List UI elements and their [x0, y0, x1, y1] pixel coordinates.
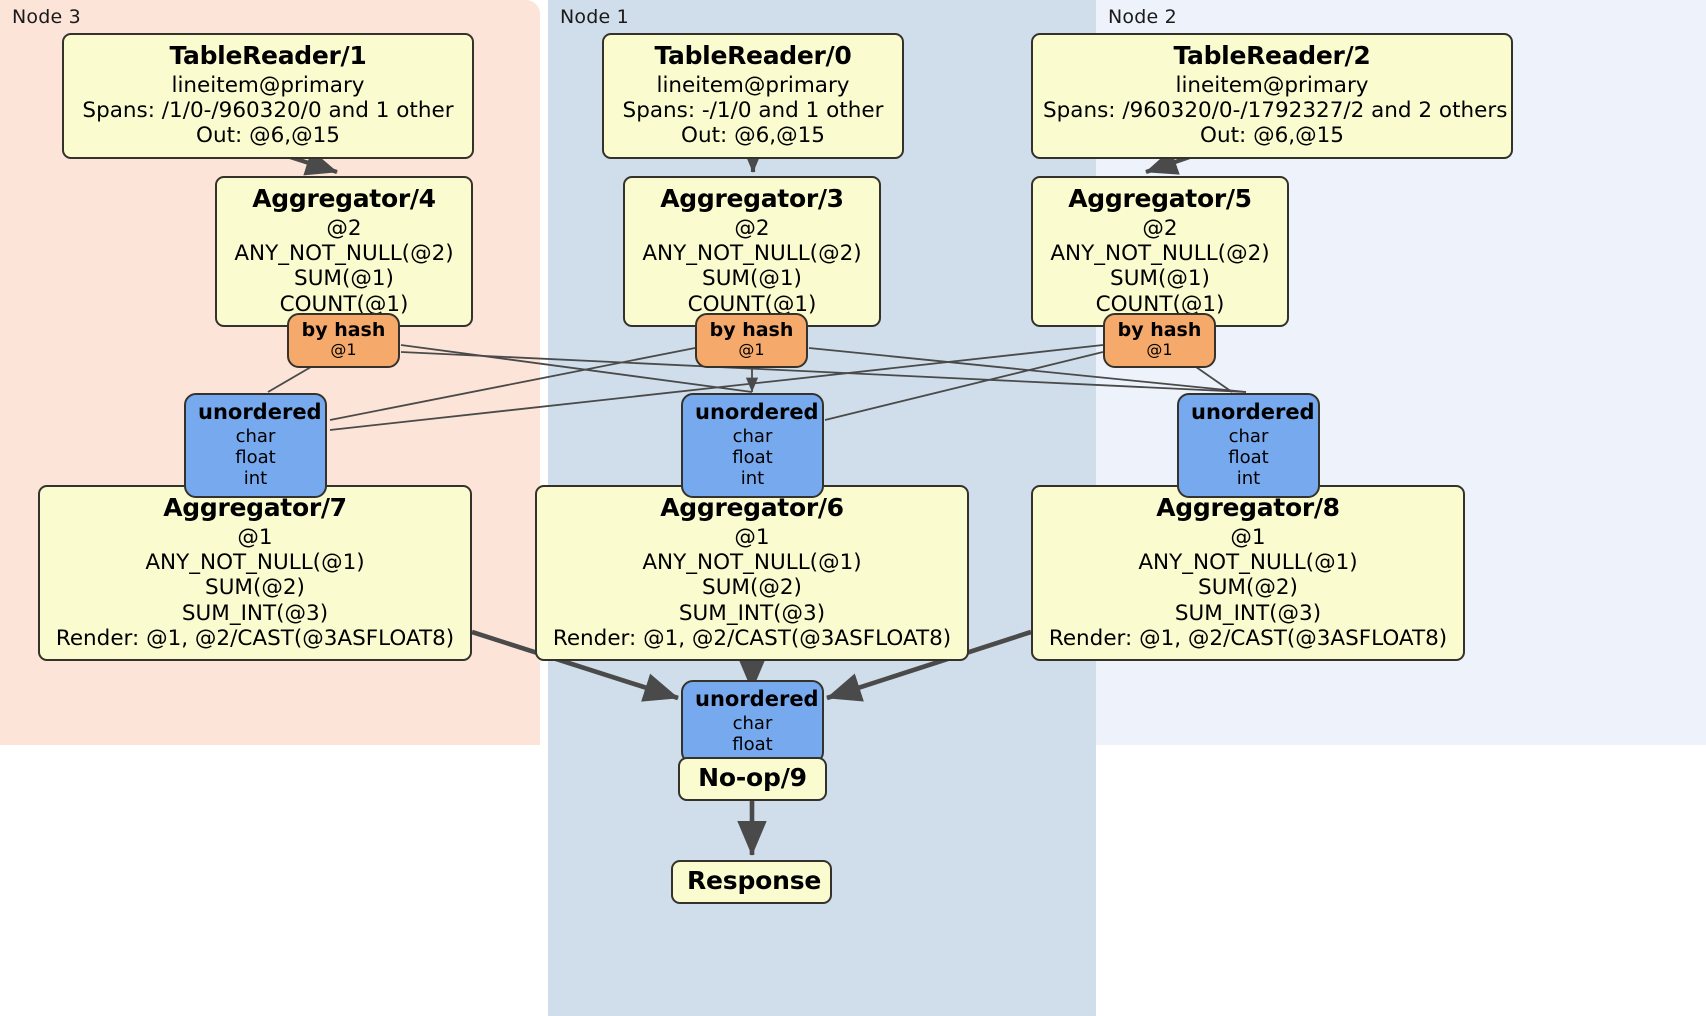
processor-noop-9[interactable]: No-op/9 [678, 757, 827, 801]
router-detail: @1 [330, 340, 357, 360]
processor-aggregator-6[interactable]: Aggregator/6 @1 ANY_NOT_NULL(@1) SUM(@2)… [535, 485, 969, 662]
synchronizer-type: int [243, 468, 268, 490]
processor-aggregator-5[interactable]: Aggregator/5 @2 ANY_NOT_NULL(@2) SUM(@1)… [1031, 176, 1289, 327]
processor-detail: Spans: /960320/0-/1792327/2 and 2 others [1043, 97, 1508, 123]
processor-tablereader-1[interactable]: TableReader/1 lineitem@primary Spans: /1… [62, 33, 474, 159]
processor-render: Render: @1, @2/CAST(@3ASFLOAT8) [552, 625, 952, 651]
processor-detail: lineitem@primary [1175, 72, 1369, 98]
processor-render: Render: @1, @2/CAST(@3ASFLOAT8) [55, 625, 455, 651]
synchronizer-type: char [235, 425, 276, 447]
processor-detail: lineitem@primary [171, 72, 365, 98]
processor-render: Render: @1, @2/CAST(@3ASFLOAT8) [1048, 625, 1448, 651]
synchronizer-title: unordered [198, 400, 322, 424]
processor-title: Aggregator/4 [252, 184, 436, 213]
processor-detail: ANY_NOT_NULL(@1) [145, 549, 365, 575]
processor-aggregator-7[interactable]: Aggregator/7 @1 ANY_NOT_NULL(@1) SUM(@2)… [38, 485, 472, 662]
synchronizer-type: char [732, 425, 773, 447]
processor-aggregator-3[interactable]: Aggregator/3 @2 ANY_NOT_NULL(@2) SUM(@1)… [623, 176, 881, 327]
processor-detail: @2 [1142, 215, 1178, 241]
processor-detail: @1 [1230, 524, 1266, 550]
synchronizer-type: char [732, 712, 773, 734]
router-title: by hash [709, 319, 794, 341]
node-panel-label-node-1: Node 1 [560, 6, 629, 28]
processor-detail: SUM_INT(@3) [678, 600, 826, 626]
processor-title: Aggregator/5 [1068, 184, 1252, 213]
router-title: by hash [301, 319, 386, 341]
processor-detail: Out: @6,@15 [681, 123, 825, 149]
processor-detail: COUNT(@1) [1095, 291, 1225, 317]
processor-detail: SUM(@2) [1198, 575, 1298, 601]
processor-detail: ANY_NOT_NULL(@2) [642, 240, 862, 266]
processor-detail: ANY_NOT_NULL(@2) [1050, 240, 1270, 266]
processor-detail: SUM(@1) [294, 266, 394, 292]
processor-detail: Spans: -/1/0 and 1 other [622, 97, 884, 123]
synchronizer-type: int [740, 468, 765, 490]
processor-tablereader-0[interactable]: TableReader/0 lineitem@primary Spans: -/… [602, 33, 904, 159]
processor-detail: @1 [734, 524, 770, 550]
synchronizer-title: unordered [695, 400, 819, 424]
processor-detail: Spans: /1/0-/960320/0 and 1 other [82, 97, 454, 123]
processor-detail: ANY_NOT_NULL(@1) [642, 549, 862, 575]
synchronizer-title: unordered [1191, 400, 1315, 424]
synchronizer-unordered-aggregator-7[interactable]: unordered char float int [184, 393, 327, 499]
node-panel-label-node-3: Node 3 [12, 6, 81, 28]
synchronizer-type: float [235, 447, 276, 468]
synchronizer-unordered-aggregator-6[interactable]: unordered char float int [681, 393, 824, 499]
processor-detail: Out: @6,@15 [1200, 123, 1344, 149]
processor-title: TableReader/1 [169, 41, 367, 70]
router-detail: @1 [738, 340, 765, 360]
processor-detail: SUM_INT(@3) [181, 600, 329, 626]
synchronizer-unordered-final[interactable]: unordered char float [681, 680, 824, 765]
processor-detail: SUM(@2) [205, 575, 305, 601]
processor-detail: SUM(@1) [1110, 266, 1210, 292]
router-by-hash-aggregator-3[interactable]: by hash @1 [695, 313, 808, 369]
synchronizer-type: float [732, 734, 773, 755]
processor-aggregator-4[interactable]: Aggregator/4 @2 ANY_NOT_NULL(@2) SUM(@1)… [215, 176, 473, 327]
synchronizer-title: unordered [695, 687, 819, 711]
router-title: by hash [1117, 319, 1202, 341]
node-panel-label-node-2: Node 2 [1108, 6, 1177, 28]
synchronizer-type: char [1228, 425, 1269, 447]
synchronizer-type: float [1228, 447, 1269, 468]
synchronizer-type: int [1236, 468, 1261, 490]
processor-aggregator-8[interactable]: Aggregator/8 @1 ANY_NOT_NULL(@1) SUM(@2)… [1031, 485, 1465, 662]
router-by-hash-aggregator-4[interactable]: by hash @1 [287, 313, 400, 369]
processor-detail: @2 [326, 215, 362, 241]
processor-detail: COUNT(@1) [279, 291, 409, 317]
processor-detail: lineitem@primary [656, 72, 850, 98]
processor-response[interactable]: Response [671, 860, 832, 904]
router-by-hash-aggregator-5[interactable]: by hash @1 [1103, 313, 1216, 369]
processor-detail: @1 [237, 524, 273, 550]
processor-detail: SUM(@2) [702, 575, 802, 601]
processor-detail: Out: @6,@15 [196, 123, 340, 149]
processor-title: TableReader/2 [1173, 41, 1371, 70]
router-detail: @1 [1146, 340, 1173, 360]
processor-detail: ANY_NOT_NULL(@1) [1138, 549, 1358, 575]
processor-detail: @2 [734, 215, 770, 241]
processor-detail: ANY_NOT_NULL(@2) [234, 240, 454, 266]
processor-detail: SUM_INT(@3) [1174, 600, 1322, 626]
processor-title: Aggregator/3 [660, 184, 844, 213]
processor-title: TableReader/0 [654, 41, 852, 70]
processor-tablereader-2[interactable]: TableReader/2 lineitem@primary Spans: /9… [1031, 33, 1513, 159]
processor-detail: COUNT(@1) [687, 291, 817, 317]
processor-detail: SUM(@1) [702, 266, 802, 292]
synchronizer-unordered-aggregator-8[interactable]: unordered char float int [1177, 393, 1320, 499]
synchronizer-type: float [732, 447, 773, 468]
